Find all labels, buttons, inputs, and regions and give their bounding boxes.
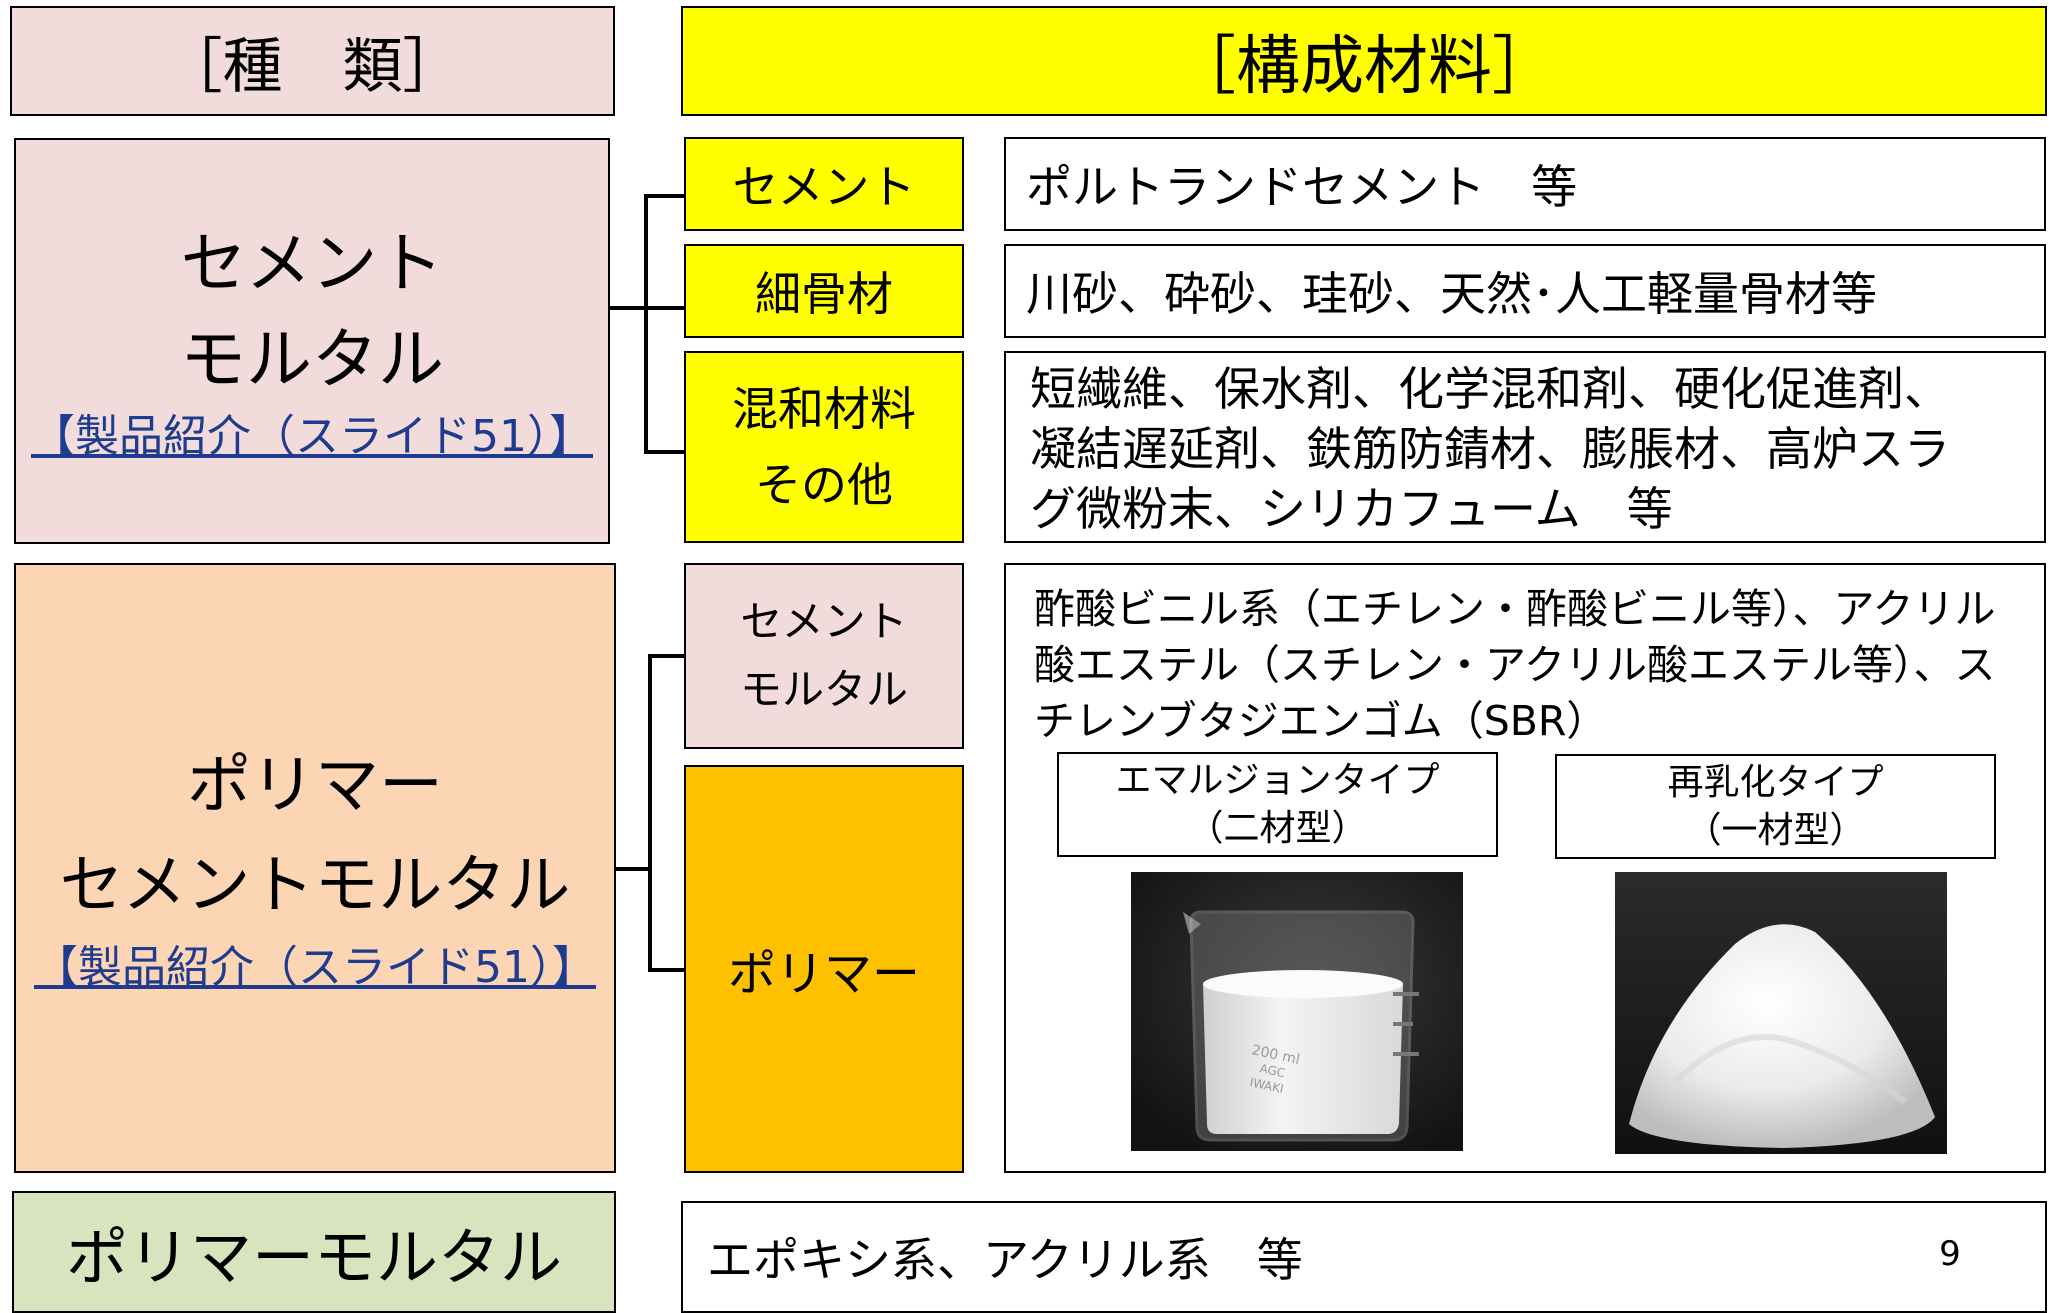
component-admixture-label: 混和材料 その他 [684,351,964,543]
polymer-cement-mortar-title-line2: セメントモルタル [59,849,571,923]
beaker-marking-brand: AGC [1258,1061,1286,1080]
description-line: グ微粉末、シリカフューム 等 [1030,482,1673,536]
polymer-mortar-title: ポリマーモルタル [65,1221,562,1294]
connector-line [616,867,650,871]
type-header-label: ［種 類］ [162,31,463,102]
beaker-marking-maker: IWAKI [1248,1075,1285,1096]
polymer-cement-mortar-title-line1: ポリマー [187,749,443,823]
component-admixture-description: 短繊維、保水剤、化学混和剤、硬化促進剤、 凝結遅延剤、鉄筋防錆材、膨脹材、高炉ス… [1004,351,2046,543]
connector-line [648,654,686,658]
type-header: ［種 類］ [10,6,615,116]
connector-line [644,194,686,198]
page-number: 9 [1939,1234,1961,1274]
connector-line [610,306,646,310]
materials-header-label: ［構成材料］ [1172,30,1556,104]
white-powder-pile-photo [1615,872,1947,1154]
connector-line [646,306,686,310]
component-label-text: 細骨材 [755,267,893,321]
beaker-illustration: 200 ml AGC IWAKI [1131,872,1463,1151]
sub-cement-mortar: セメント モルタル [684,563,964,749]
polymer-cement-mortar-product-link[interactable]: 【製品紹介（スライド51）】 [34,942,596,993]
redispersible-type-box: 再乳化タイプ （一材型） [1555,754,1996,859]
description-line: 酢酸ビニル系（エチレン・酢酸ビニル等）、アクリル [1034,585,1996,633]
type-label-text: （二材型） [1187,807,1368,849]
polymer-cement-mortar-box: ポリマー セメントモルタル 【製品紹介（スライド51）】 [14,563,616,1173]
description-line: 凝結遅延剤、鉄筋防錆材、膨脹材、高炉スラ [1030,422,1950,476]
description-line: チレンブタジエンゴム（SBR） [1034,697,1608,745]
component-label-text: その他 [755,458,893,512]
cement-mortar-product-link[interactable]: 【製品紹介（スライド51）】 [31,411,593,462]
component-cement-label: セメント [684,137,964,231]
powder-illustration [1615,872,1947,1154]
type-label-text: 再乳化タイプ [1667,761,1884,803]
polymer-description-text: 酢酸ビニル系（エチレン・酢酸ビニル等）、アクリル 酸エステル（スチレン・アクリル… [1034,581,1995,749]
component-fine-aggregate-description: 川砂、砕砂、珪砂、天然･人工軽量骨材等 [1004,244,2046,338]
sub-label-text: ポリマー [727,946,920,1002]
cement-mortar-title-line2: モルタル [180,321,444,398]
type-label-text: （一材型） [1685,809,1866,851]
polymer-mortar-description: エポキシ系、アクリル系 等 [681,1201,2047,1313]
component-label-text: セメント [732,160,916,214]
connector-line [648,968,686,972]
component-fine-aggregate-label: 細骨材 [684,244,964,338]
description-line: 短繊維、保水剤、化学混和剤、硬化促進剤、 [1030,362,1950,416]
sub-label-text: モルタル [739,665,908,714]
component-description-text: 川砂、砕砂、珪砂、天然･人工軽量骨材等 [1026,267,1877,321]
emulsion-type-box: エマルジョンタイプ （二材型） [1057,752,1498,857]
connector-line [644,450,686,454]
sub-polymer: ポリマー [684,765,964,1173]
description-line: 酸エステル（スチレン・アクリル酸エステル等）、ス [1034,641,1996,689]
component-cement-description: ポルトランドセメント 等 [1004,137,2046,231]
sub-label-text: セメント [740,597,908,646]
polymer-description-panel: 酢酸ビニル系（エチレン・酢酸ビニル等）、アクリル 酸エステル（スチレン・アクリル… [1004,563,2046,1173]
polymer-mortar-box: ポリマーモルタル [12,1191,616,1313]
cement-mortar-box: セメント モルタル 【製品紹介（スライド51）】 [14,138,610,544]
component-description-text: ポルトランドセメント 等 [1026,160,1578,214]
component-label-text: 混和材料 [732,382,916,436]
connector-line [648,654,652,972]
connector-line [644,194,648,454]
liquid-emulsion-beaker-photo: 200 ml AGC IWAKI [1131,872,1463,1151]
cement-mortar-title-line1: セメント [180,225,444,302]
materials-header: ［構成材料］ [681,6,2047,116]
type-label-text: エマルジョンタイプ [1115,759,1440,801]
polymer-mortar-description-text: エポキシ系、アクリル系 等 [707,1233,1303,1287]
